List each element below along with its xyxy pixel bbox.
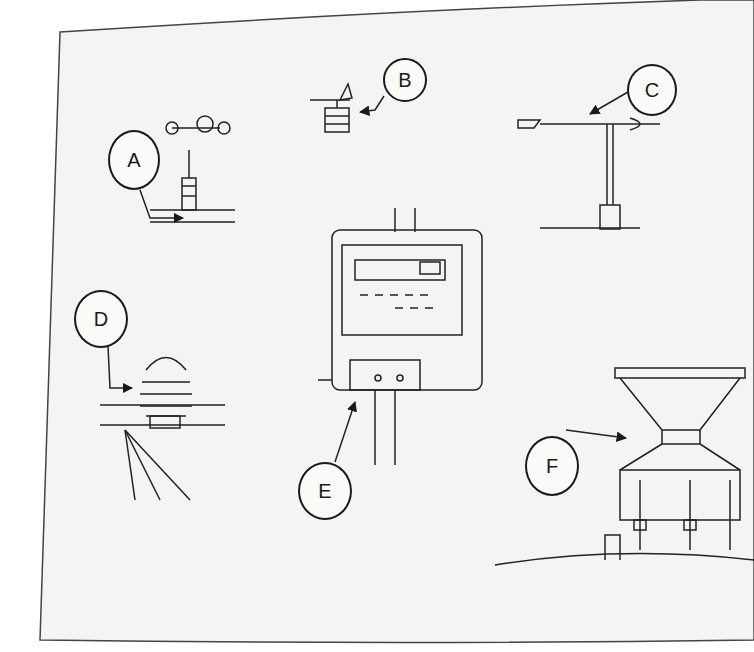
callout-letter: A	[127, 150, 140, 170]
callout-letter: B	[398, 70, 411, 90]
callout-letter: F	[546, 456, 558, 476]
callout-letter: C	[645, 80, 659, 100]
callout-circle: A	[108, 130, 160, 190]
callout-circle: E	[298, 462, 352, 520]
callout-circle: D	[74, 290, 128, 348]
callout-letter: D	[94, 309, 108, 329]
callout-circle: F	[525, 436, 579, 496]
callout-circle: C	[627, 64, 677, 116]
callout-letter: E	[318, 481, 331, 501]
callout-circle: B	[383, 58, 427, 102]
